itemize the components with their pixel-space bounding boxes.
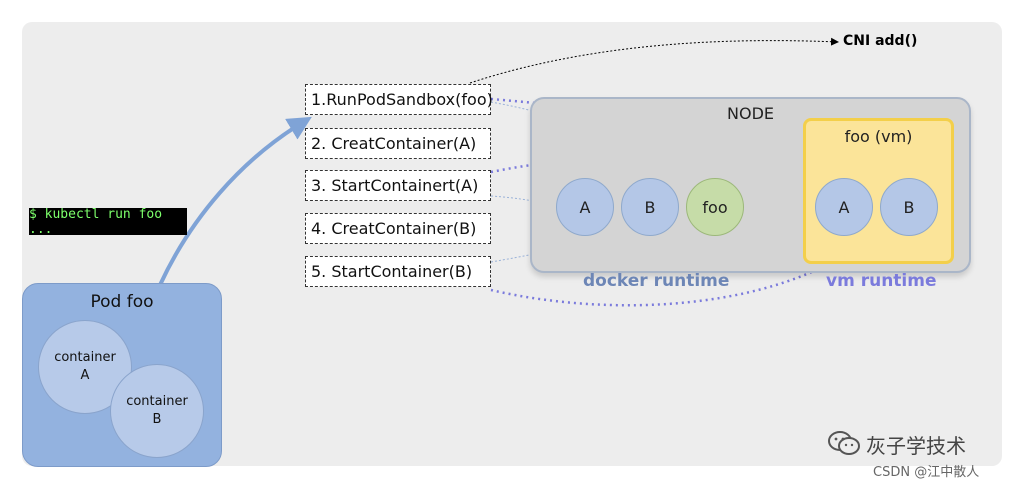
docker-container-b: B [621,178,679,236]
step-create-container-a: 2. CreatContainer(A) [305,128,491,159]
vm-runtime-label: vm runtime [826,271,937,291]
pod-container-a: container A [38,320,132,414]
pod-label: Pod foo [90,292,154,312]
docker-container-a: A [556,178,614,236]
step3-to-docker-a-arrow [490,195,554,208]
docker-sandbox-foo: foo [686,178,744,236]
pod-container-b-line2: B [152,412,162,427]
pod-container-a-line2: A [80,368,90,383]
kubectl-arrow [158,116,312,286]
step-start-container-a: 3. StartContainert(A) [305,170,491,201]
kubectl-command: $ kubectl run foo ... [29,207,187,237]
pod-container-b: container B [110,364,204,458]
step-start-container-b: 5. StartContainer(B) [305,256,491,287]
vm-box-label: foo (vm) [844,127,913,146]
pod-container-a-line1: container [54,350,116,365]
step-create-container-b: 4. CreatContainer(B) [305,213,491,244]
watermark-title: 灰子学技术 [866,434,966,458]
cni-arrow [469,37,839,84]
wechat-icon [828,431,860,455]
cni-add-label: CNI add() [843,33,918,49]
watermark-subtitle: CSDN @江中散人 [873,465,980,480]
pod-container-b-line1: container [126,394,188,409]
step-run-pod-sandbox: 1.RunPodSandbox(foo) [305,84,493,115]
docker-runtime-label: docker runtime [583,271,730,291]
vm-container-b: B [880,178,938,236]
node-label: NODE [727,104,774,123]
vm-container-a: A [815,178,873,236]
